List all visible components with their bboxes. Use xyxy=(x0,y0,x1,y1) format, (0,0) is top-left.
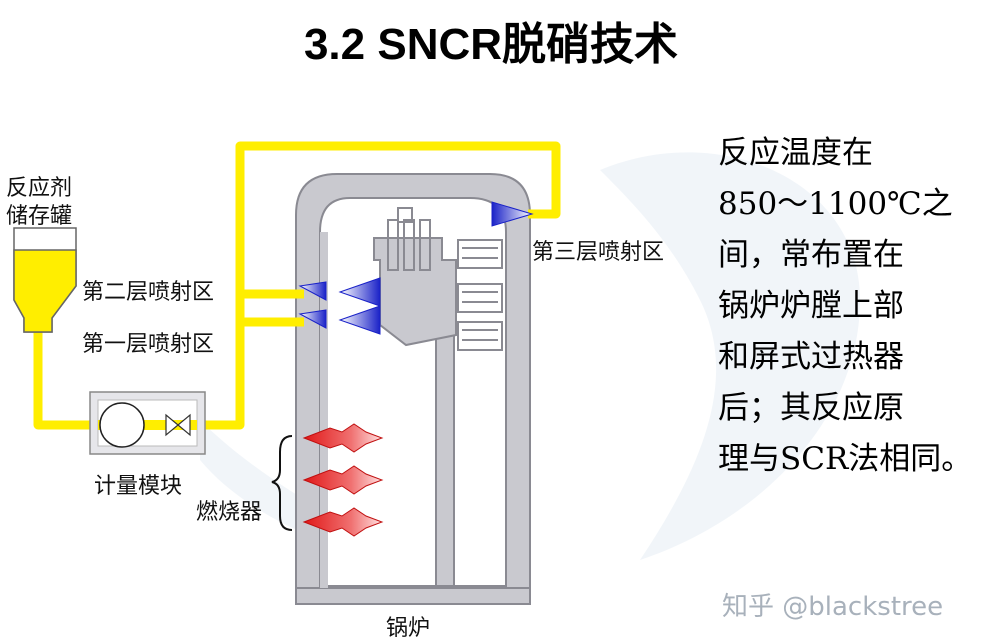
boiler-divider xyxy=(435,329,455,589)
zone2-label: 第二层喷射区 xyxy=(82,280,215,305)
description: 反应温度在 850～1100℃之 间，常布置在 锅炉炉膛上部 和屏式过热器 后；… xyxy=(718,128,978,485)
reagent-tank xyxy=(13,227,77,333)
injector-zone2 xyxy=(298,277,381,307)
flame-3 xyxy=(302,507,384,537)
injector-zone3 xyxy=(491,201,534,227)
valve-icon xyxy=(165,413,191,437)
injector-zone1 xyxy=(298,305,381,335)
pump-icon xyxy=(99,402,145,448)
boiler xyxy=(295,173,531,605)
desc-line: 850～1100℃之 xyxy=(718,186,953,222)
tank-label-1: 反应剂 xyxy=(6,176,73,201)
burner-flames xyxy=(302,423,384,537)
boiler-floor xyxy=(295,587,531,605)
desc-line: 锅炉炉膛上部 xyxy=(718,288,904,324)
zone1-label: 第一层喷射区 xyxy=(82,332,215,357)
watermark: 知乎 @blackstree xyxy=(722,592,944,622)
meter-label: 计量模块 xyxy=(94,474,183,499)
burner-brace xyxy=(271,435,293,531)
page-title: 3.2 SNCR脱硝技术 xyxy=(303,20,679,69)
flame-1 xyxy=(302,423,384,453)
burner-label: 燃烧器 xyxy=(196,500,263,525)
boiler-left-band xyxy=(320,232,328,588)
desc-line: 和屏式过热器 xyxy=(718,339,904,375)
pipe-meter-out xyxy=(150,141,561,430)
flame-2 xyxy=(302,465,384,495)
desc-line: 反应温度在 xyxy=(718,135,873,171)
pipe-from-tank xyxy=(33,330,90,430)
boiler-label: 锅炉 xyxy=(386,616,431,641)
convective-coils xyxy=(457,239,503,351)
reagent-piping xyxy=(33,141,561,430)
platen-coils xyxy=(387,219,431,271)
tank-label-2: 储存罐 xyxy=(6,204,73,229)
desc-line: 后；其反应原 xyxy=(718,390,904,426)
desc-line: 理与SCR法相同。 xyxy=(718,441,973,477)
boiler-nose xyxy=(373,237,457,347)
zone3-label: 第三层喷射区 xyxy=(532,240,665,265)
watermark-swoosh xyxy=(600,152,860,560)
desc-line: 间，常布置在 xyxy=(718,237,904,273)
metering-module xyxy=(89,391,206,455)
